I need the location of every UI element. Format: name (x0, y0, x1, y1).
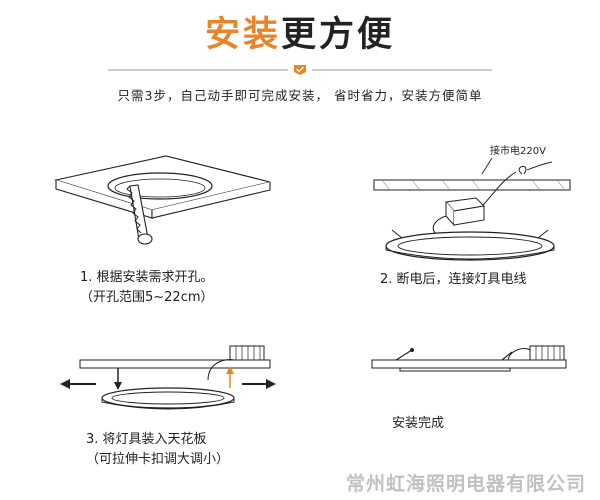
hole-saw-icon (126, 184, 153, 245)
wire-connector-icon (481, 161, 553, 207)
pull-right-arrow-icon (242, 379, 276, 389)
driver-box-icon (229, 345, 265, 361)
company-watermark: 常州虹海照明电器有限公司 (345, 473, 586, 495)
step1-caption-line1: 1. 根据安装需求开孔。 (80, 270, 214, 285)
downlight-fixture (385, 229, 555, 261)
step2-caption: 2. 断电后，连接灯具电线 (380, 270, 527, 290)
step1-caption-line2: （开孔范围5~22cm） (80, 290, 214, 305)
driver-box-icon (445, 197, 486, 227)
step3-caption-line2: （可拉伸卡扣调大调小） (86, 452, 230, 467)
power-label: 接市电220V (490, 144, 546, 157)
step4-caption-line1: 安装完成 (392, 416, 445, 431)
step3-caption-line1: 3. 将灯具装入天花板 (86, 432, 207, 447)
step2-illustration: 接市电220V (373, 144, 571, 261)
title-accent: 安装 (204, 15, 281, 55)
cutout-hole (107, 172, 213, 200)
title-rest: 更方便 (281, 15, 396, 55)
step3-illustration (60, 345, 276, 410)
step3-caption: 3. 将灯具装入天花板 （可拉伸卡扣调大调小） (86, 430, 229, 470)
page-title: 安装更方便 (0, 10, 600, 60)
title-divider (108, 65, 492, 75)
step1-illustration (53, 155, 271, 245)
check-badge-icon (294, 65, 306, 75)
pull-left-arrow-icon (60, 379, 96, 389)
step2-caption-line1: 2. 断电后，连接灯具电线 (380, 272, 527, 287)
downlight-fixture (101, 387, 235, 410)
step1-caption: 1. 根据安装需求开孔。 （开孔范围5~22cm） (80, 268, 214, 308)
page-subtitle: 只需3步，自己动手即可完成安装， 省时省力，安装方便简单 (117, 88, 483, 103)
driver-box-icon (529, 345, 565, 361)
step4-caption: 安装完成 (392, 414, 444, 434)
step4-illustration (371, 345, 567, 372)
